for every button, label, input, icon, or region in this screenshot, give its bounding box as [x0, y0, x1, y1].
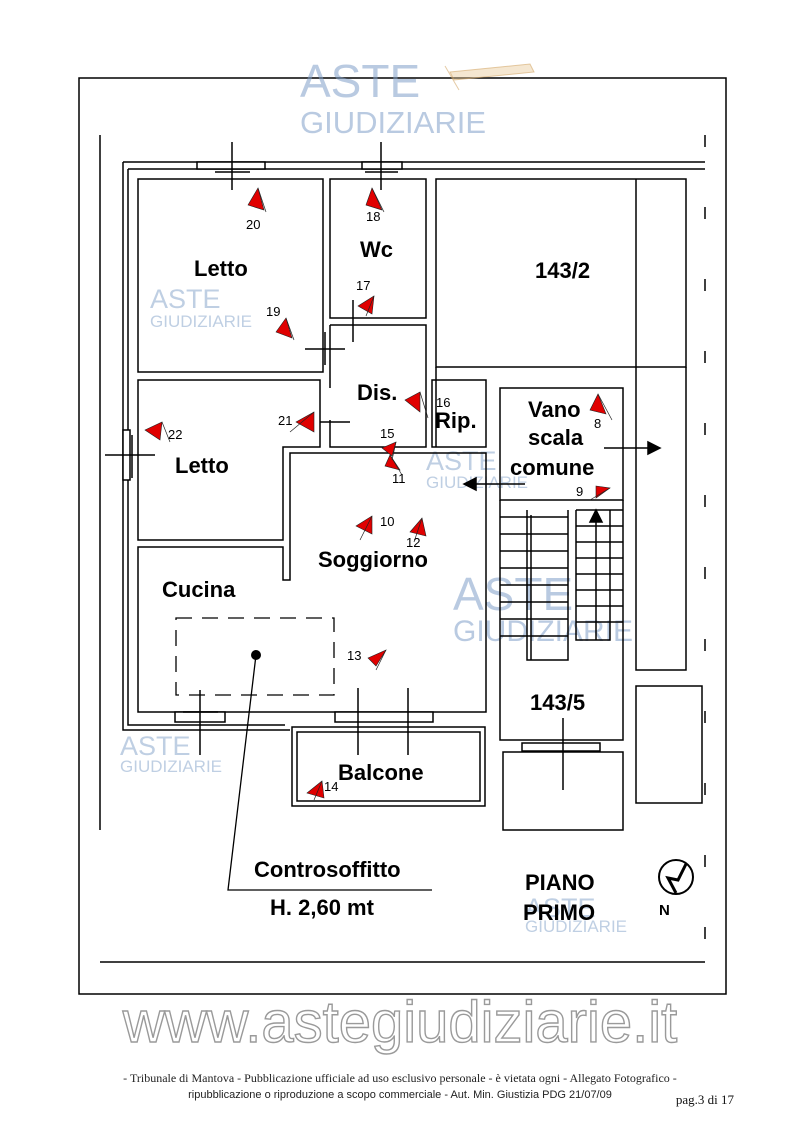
- north-arrow-icon: N: [658, 859, 694, 919]
- watermark-balcone: ASTE GIUDIZIARIE: [120, 731, 222, 776]
- svg-text:ASTE: ASTE: [426, 446, 497, 476]
- room-letto-left: Letto: [175, 453, 229, 478]
- label-piano: PIANO: [525, 870, 595, 895]
- svg-text:GIUDIZIARIE: GIUDIZIARIE: [453, 615, 633, 648]
- svg-text:GIUDIZIARIE: GIUDIZIARIE: [150, 312, 252, 331]
- watermark-letto: ASTE GIUDIZIARIE: [150, 284, 252, 331]
- page-number: pag.3 di 17: [675, 1092, 734, 1107]
- watermark-stairs: ASTE GIUDIZIARIE: [453, 568, 633, 648]
- room-vano: Vano: [528, 397, 581, 422]
- svg-text:9: 9: [576, 484, 583, 499]
- photo-markers: [144, 187, 611, 799]
- watermark-top: ASTE GIUDIZIARIE: [300, 55, 535, 140]
- svg-text:13: 13: [347, 648, 361, 663]
- svg-text:12: 12: [406, 535, 420, 550]
- svg-text:16: 16: [436, 395, 450, 410]
- room-rip: Rip.: [435, 408, 477, 433]
- room-wc: Wc: [360, 237, 393, 262]
- svg-text:ASTE: ASTE: [453, 568, 573, 620]
- svg-text:GIUDIZIARIE: GIUDIZIARIE: [120, 757, 222, 776]
- svg-text:11: 11: [392, 471, 406, 486]
- room-143-2: 143/2: [535, 258, 590, 283]
- svg-text:GIUDIZIARIE: GIUDIZIARIE: [525, 917, 627, 936]
- svg-text:14: 14: [324, 779, 338, 794]
- photo-marker-lines: [161, 187, 613, 801]
- svg-text:19: 19: [266, 304, 280, 319]
- windows: [105, 142, 601, 790]
- svg-text:GIUDIZIARIE: GIUDIZIARIE: [426, 473, 528, 492]
- svg-text:10: 10: [380, 514, 394, 529]
- svg-text:ASTE: ASTE: [120, 731, 191, 761]
- flow-arrows: [462, 440, 662, 660]
- label-height: H. 2,60 mt: [270, 895, 375, 920]
- room-balcone: Balcone: [338, 760, 424, 785]
- svg-text:15: 15: [380, 426, 394, 441]
- svg-text:20: 20: [246, 217, 260, 232]
- photo-marker-labels: 8 9 10 11 12 13 14 15 16 17 18 19 20 21 …: [168, 209, 601, 794]
- room-143-5: 143/5: [530, 690, 585, 715]
- room-scala: scala: [528, 425, 584, 450]
- room-labels: Letto Wc 143/2 Dis. Rip. Vano scala comu…: [162, 237, 595, 925]
- svg-text:21: 21: [278, 413, 292, 428]
- frame: [78, 77, 727, 995]
- watermark-center: ASTE GIUDIZIARIE: [426, 446, 528, 492]
- room-comune: comune: [510, 455, 594, 480]
- watermark-site: www.astegiudiziarie.it: [122, 990, 677, 1055]
- room-soggiorno: Soggiorno: [318, 547, 428, 572]
- svg-text:ASTE: ASTE: [150, 284, 221, 314]
- footer-line-1: - Tribunale di Mantova - Pubblicazione u…: [123, 1071, 677, 1085]
- footer-line-2: ripubblicazione o riproduzione a scopo c…: [188, 1089, 612, 1101]
- room-letto-top: Letto: [194, 256, 248, 281]
- svg-text:GIUDIZIARIE: GIUDIZIARIE: [300, 105, 486, 140]
- svg-text:ASTE: ASTE: [300, 55, 420, 107]
- label-controsoffitto: Controsoffitto: [254, 857, 401, 882]
- svg-text:ASTE: ASTE: [525, 893, 596, 923]
- room-dis: Dis.: [357, 380, 397, 405]
- north-label: N: [659, 902, 670, 919]
- watermark-piano: ASTE GIUDIZIARIE: [525, 893, 627, 936]
- svg-text:8: 8: [594, 416, 601, 431]
- walls: [99, 135, 706, 963]
- room-cucina: Cucina: [162, 577, 236, 602]
- label-primo: PRIMO: [523, 900, 595, 925]
- svg-text:18: 18: [366, 209, 380, 224]
- controsoffitto-area: [175, 617, 432, 891]
- svg-text:22: 22: [168, 427, 182, 442]
- svg-text:17: 17: [356, 278, 370, 293]
